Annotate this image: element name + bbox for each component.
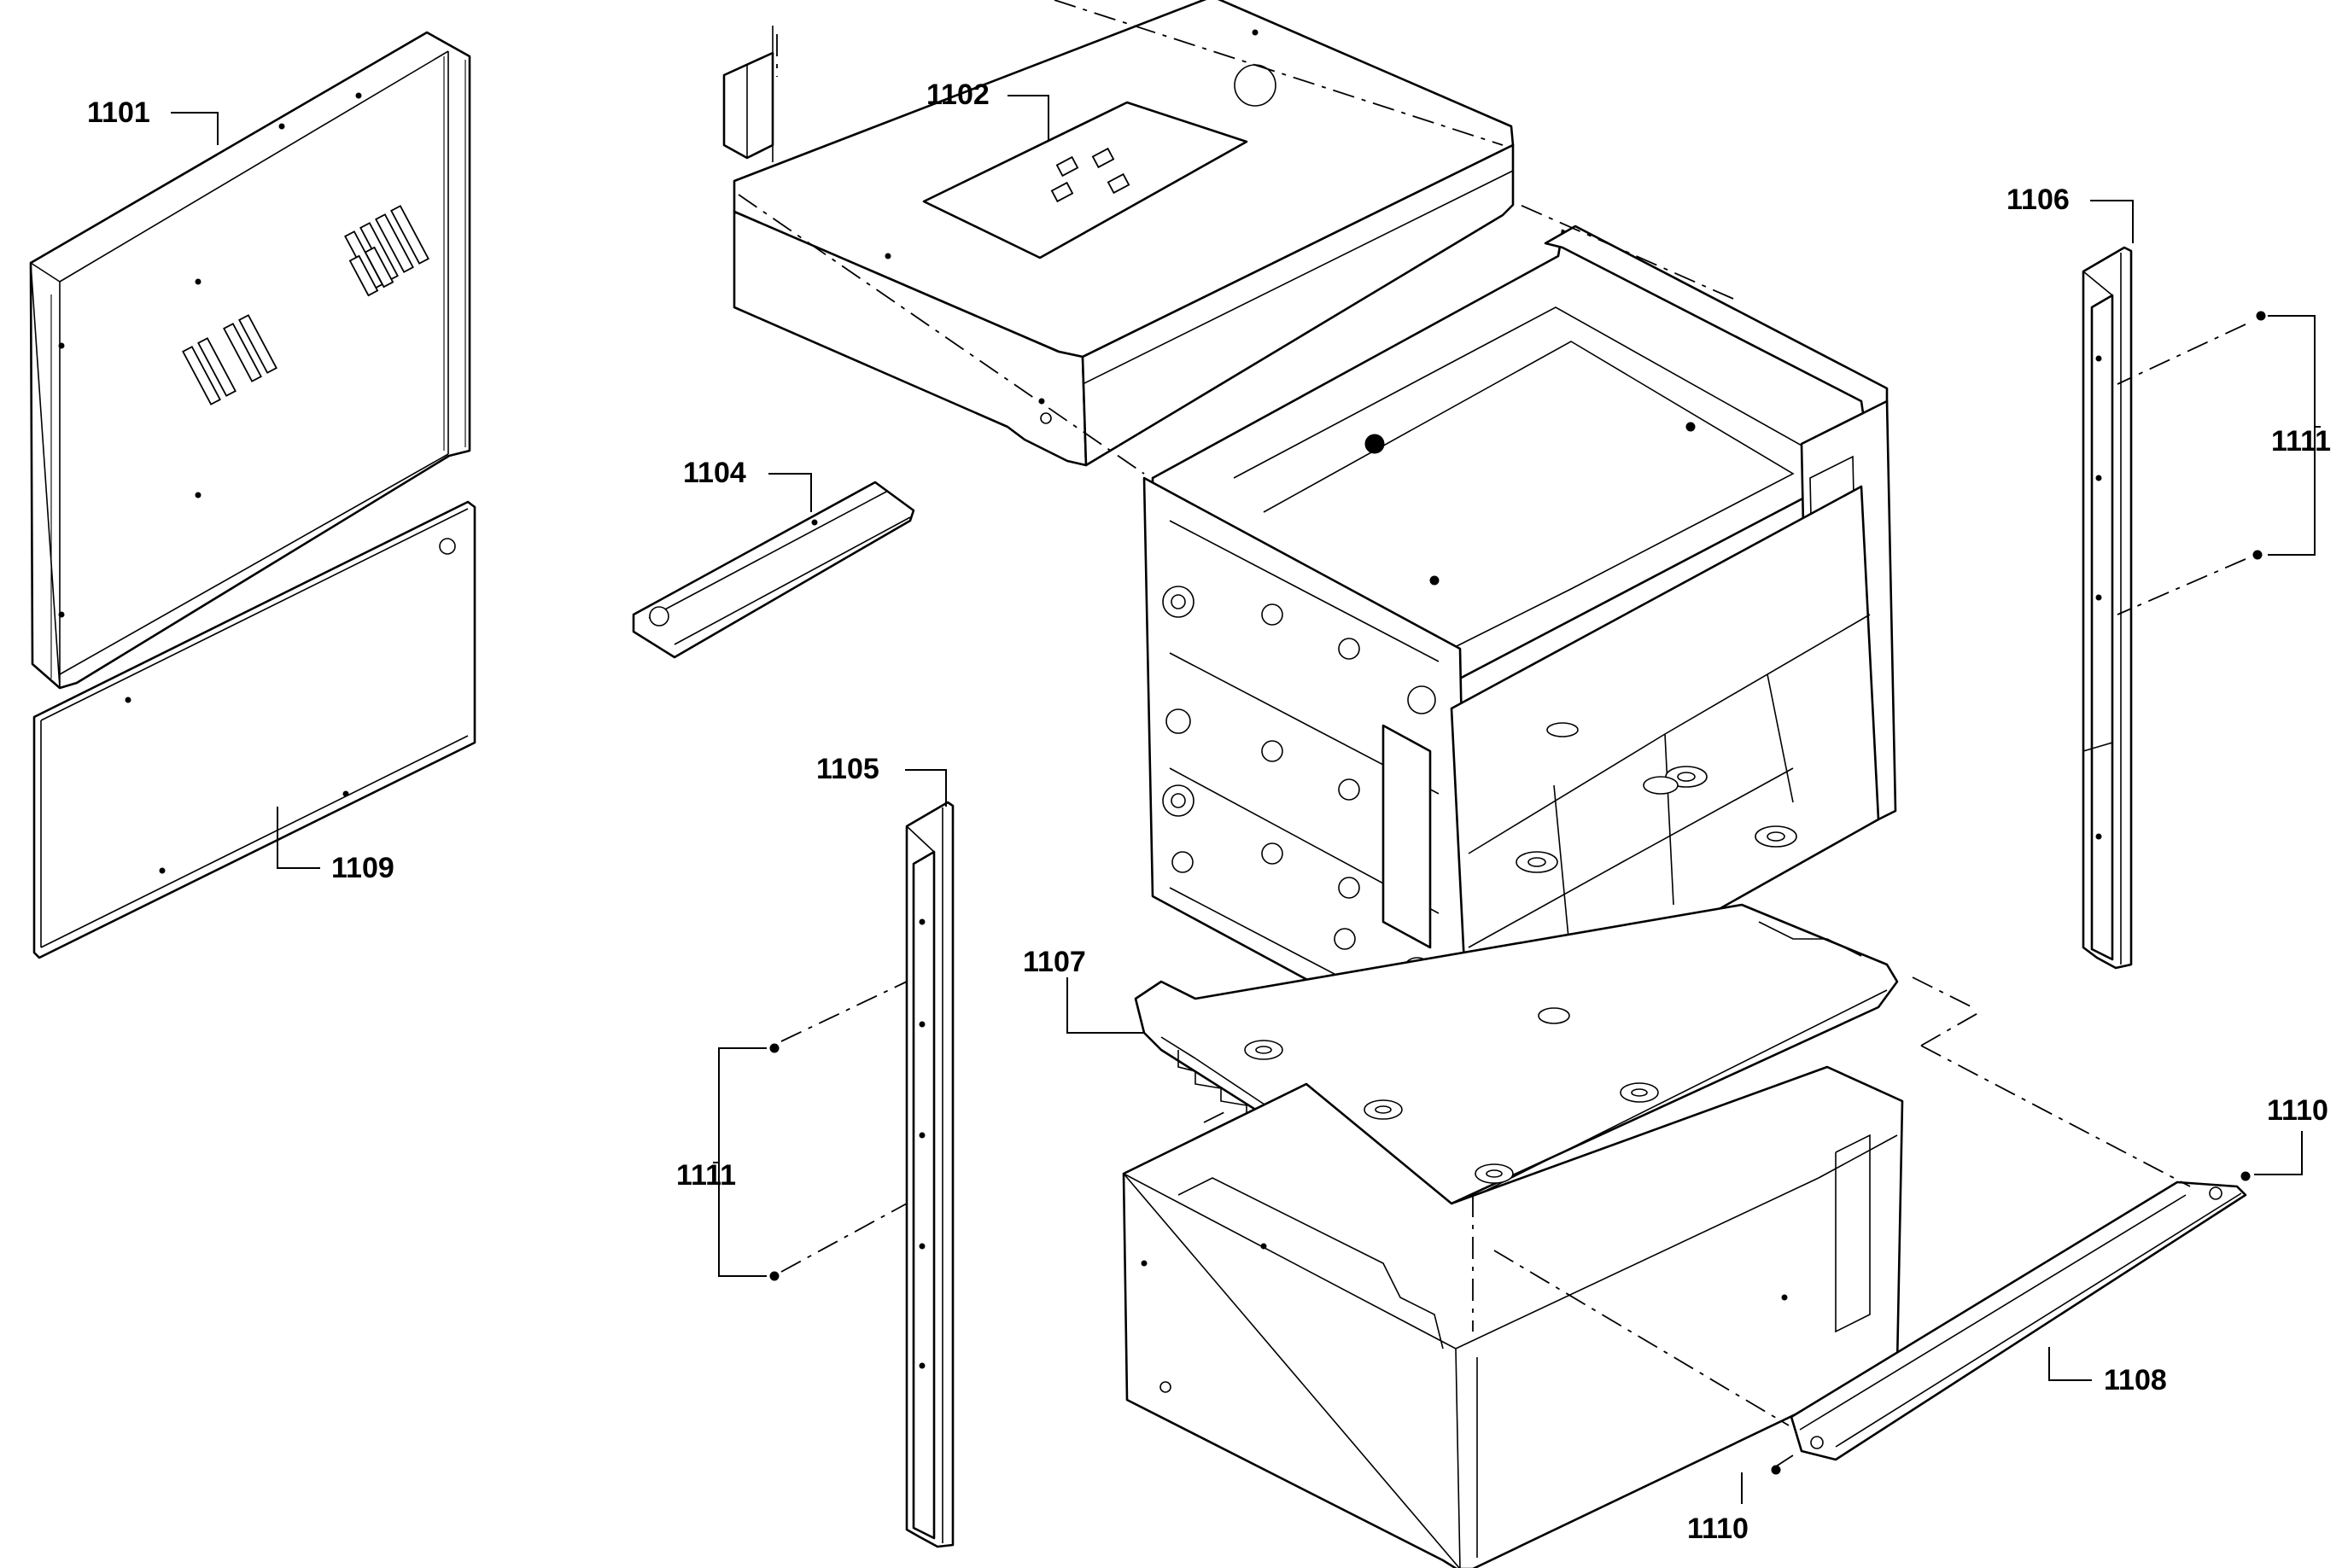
part-1109-lower-panel: [32, 500, 476, 959]
screw-icon: [2240, 1171, 2251, 1181]
callout-1106: 1106: [2006, 184, 2070, 216]
callout-1107: 1107: [1023, 946, 1086, 978]
leader-lines: [171, 95, 2321, 1504]
callout-1104: 1104: [683, 457, 746, 489]
part-1105-left-rail: [905, 801, 955, 1548]
callout-1109: 1109: [331, 852, 394, 884]
screw-icon: [769, 1271, 780, 1281]
part-1104-bracket: [632, 481, 915, 659]
screw-icon: [2256, 311, 2266, 321]
part-1101-side-panel: [29, 31, 471, 690]
callout-1110-upper: 1110: [2267, 1094, 2328, 1127]
callout-1108: 1108: [2104, 1364, 2167, 1396]
callout-1111-right: 1111: [2271, 425, 2331, 458]
part-1102-top-cover: [722, 0, 1515, 467]
callout-1101: 1101: [87, 96, 150, 129]
callout-1110-lower: 1110: [1687, 1513, 1749, 1545]
callout-1105: 1105: [816, 753, 879, 785]
part-1108-front-rail: [1790, 1180, 2247, 1461]
part-oven-frame: [1142, 224, 1897, 1069]
callout-1102: 1102: [926, 79, 990, 111]
screw-icon: [2252, 550, 2263, 560]
vent-slots-upper: [344, 205, 429, 297]
assembly-dash-lines: [738, 0, 2246, 1467]
screw-icon: [769, 1043, 780, 1053]
screw-icon: [1771, 1465, 1781, 1475]
callout-1111-left: 1111: [676, 1159, 736, 1192]
screw-icons: [769, 311, 2266, 1475]
callout-labels: 1101 1102 1104 1105 1106 1107 1108 1109 …: [87, 79, 2331, 1545]
vent-slots-center: [182, 314, 277, 405]
part-1106-right-rail: [2082, 246, 2133, 970]
